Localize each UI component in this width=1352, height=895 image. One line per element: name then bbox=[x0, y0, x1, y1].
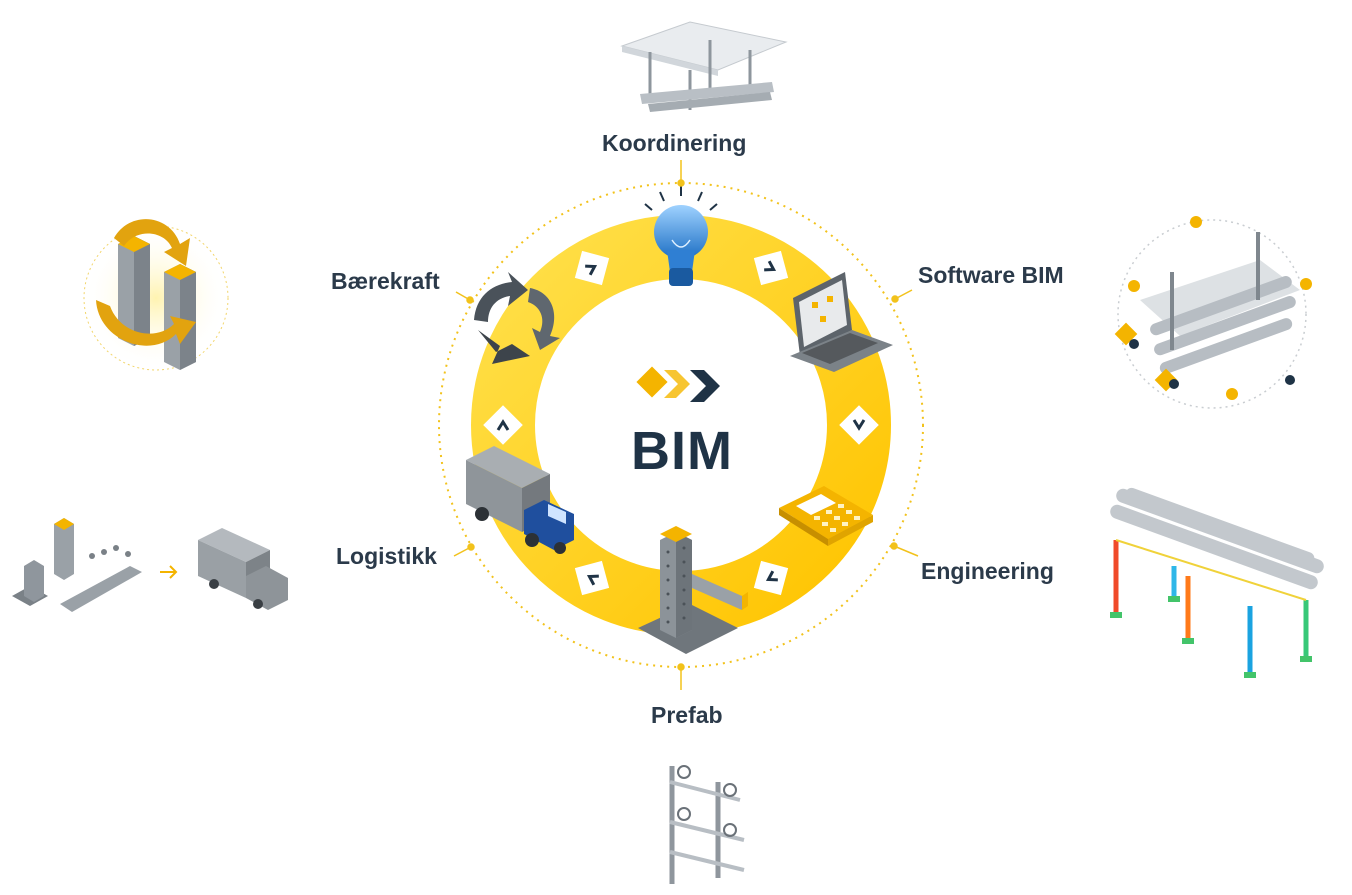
node-label-software-bim: Software BIM bbox=[918, 262, 1064, 288]
engineering-illustration bbox=[1110, 487, 1324, 678]
node-label-koordinering: Koordinering bbox=[602, 130, 747, 156]
separator-3 bbox=[839, 405, 879, 445]
separator-1 bbox=[574, 250, 610, 286]
recycle-arrows-icon bbox=[474, 272, 560, 364]
laptop-icon bbox=[790, 272, 893, 372]
prefab-illustration bbox=[669, 765, 745, 884]
lightbulb-icon bbox=[644, 186, 718, 286]
software-bim-illustration bbox=[1114, 216, 1312, 409]
leader-lines bbox=[453, 160, 919, 690]
node-label-engineering: Engineering bbox=[921, 558, 1054, 584]
sustainability-illustration bbox=[83, 219, 229, 371]
coordination-illustration bbox=[620, 21, 788, 112]
node-label-logistikk: Logistikk bbox=[336, 543, 437, 569]
separator-2 bbox=[753, 250, 789, 286]
separator-5 bbox=[574, 560, 610, 596]
node-label-prefab: Prefab bbox=[651, 702, 723, 728]
steel-column-icon bbox=[638, 526, 748, 654]
truck-icon bbox=[466, 446, 574, 554]
separator-4 bbox=[753, 560, 789, 596]
calculator-icon bbox=[779, 486, 873, 546]
logistics-illustration bbox=[12, 518, 288, 612]
bim-center-label: BIM bbox=[631, 421, 733, 481]
node-label-baerekraft: Bærekraft bbox=[331, 268, 440, 294]
bim-chevron-logo bbox=[636, 366, 720, 402]
